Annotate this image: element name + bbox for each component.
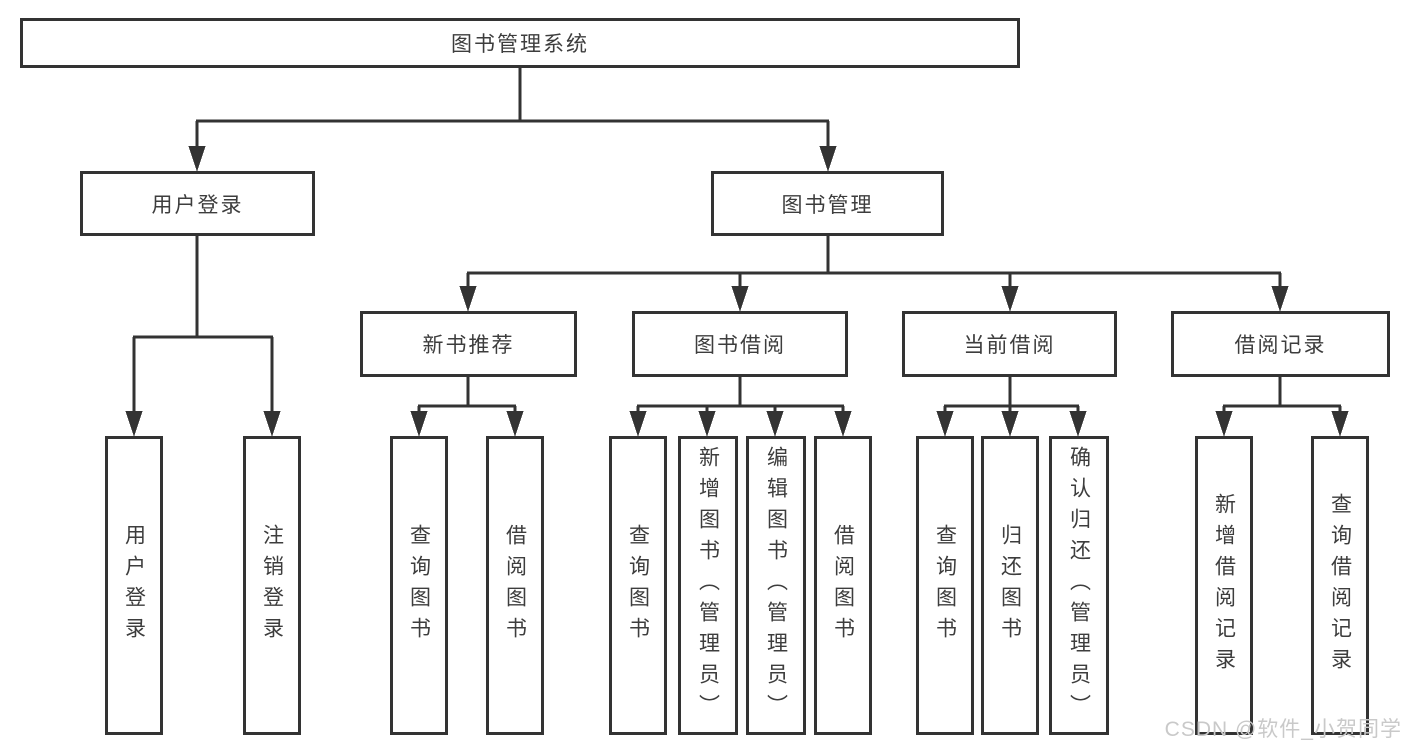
leaf-borrow-books-borrow: 借阅图书	[814, 436, 872, 735]
leaf-query-borrow-record: 查询借阅记录	[1311, 436, 1369, 735]
leaf-borrow-books-recommend-label: 借阅图书	[503, 523, 527, 648]
node-book-management: 图书管理	[711, 171, 944, 236]
node-root-label: 图书管理系统	[451, 33, 589, 56]
node-new-book-recommend-label: 新书推荐	[422, 334, 515, 357]
leaf-borrow-books-recommend: 借阅图书	[486, 436, 544, 735]
leaf-confirm-return-admin-label: 确认归还（管理员）	[1067, 446, 1091, 725]
node-borrow-records-label: 借阅记录	[1234, 334, 1327, 357]
node-user-login-label: 用户登录	[151, 193, 244, 217]
leaf-query-books-borrow: 查询图书	[609, 436, 667, 735]
node-borrow-records: 借阅记录	[1171, 311, 1390, 377]
leaf-add-books-admin-label: 新增图书（管理员）	[696, 446, 720, 725]
leaf-return-books: 归还图书	[981, 436, 1039, 735]
leaf-user-login: 用户登录	[105, 436, 163, 735]
leaf-query-books-recommend-label: 查询图书	[407, 523, 431, 648]
leaf-confirm-return-admin: 确认归还（管理员）	[1049, 436, 1109, 735]
leaf-query-books-current: 查询图书	[916, 436, 974, 735]
node-book-management-label: 图书管理	[781, 193, 874, 217]
node-current-borrow: 当前借阅	[902, 311, 1117, 377]
leaf-return-books-label: 归还图书	[998, 523, 1022, 648]
leaf-query-books-recommend: 查询图书	[390, 436, 448, 735]
leaf-logout-login: 注销登录	[243, 436, 301, 735]
leaf-add-borrow-record: 新增借阅记录	[1195, 436, 1253, 735]
node-current-borrow-label: 当前借阅	[963, 334, 1056, 357]
leaf-add-borrow-record-label: 新增借阅记录	[1212, 492, 1236, 679]
leaf-query-borrow-record-label: 查询借阅记录	[1328, 492, 1352, 679]
leaf-add-books-admin: 新增图书（管理员）	[678, 436, 738, 735]
node-user-login: 用户登录	[80, 171, 315, 236]
leaf-logout-login-label: 注销登录	[260, 523, 284, 648]
node-new-book-recommend: 新书推荐	[360, 311, 577, 377]
csdn-watermark: CSDN @软件_小贺同学	[1164, 718, 1402, 741]
node-book-borrow-label: 图书借阅	[694, 334, 786, 357]
arrowheads	[125, 146, 1349, 437]
leaf-edit-books-admin-label: 编辑图书（管理员）	[764, 446, 788, 725]
leaf-borrow-books-borrow-label: 借阅图书	[831, 523, 855, 648]
leaf-query-books-borrow-label: 查询图书	[626, 523, 650, 648]
leaf-edit-books-admin: 编辑图书（管理员）	[746, 436, 806, 735]
node-root: 图书管理系统	[20, 18, 1020, 68]
leaf-query-books-current-label: 查询图书	[933, 523, 957, 648]
leaf-user-login-label: 用户登录	[122, 523, 146, 648]
node-book-borrow: 图书借阅	[632, 311, 848, 377]
